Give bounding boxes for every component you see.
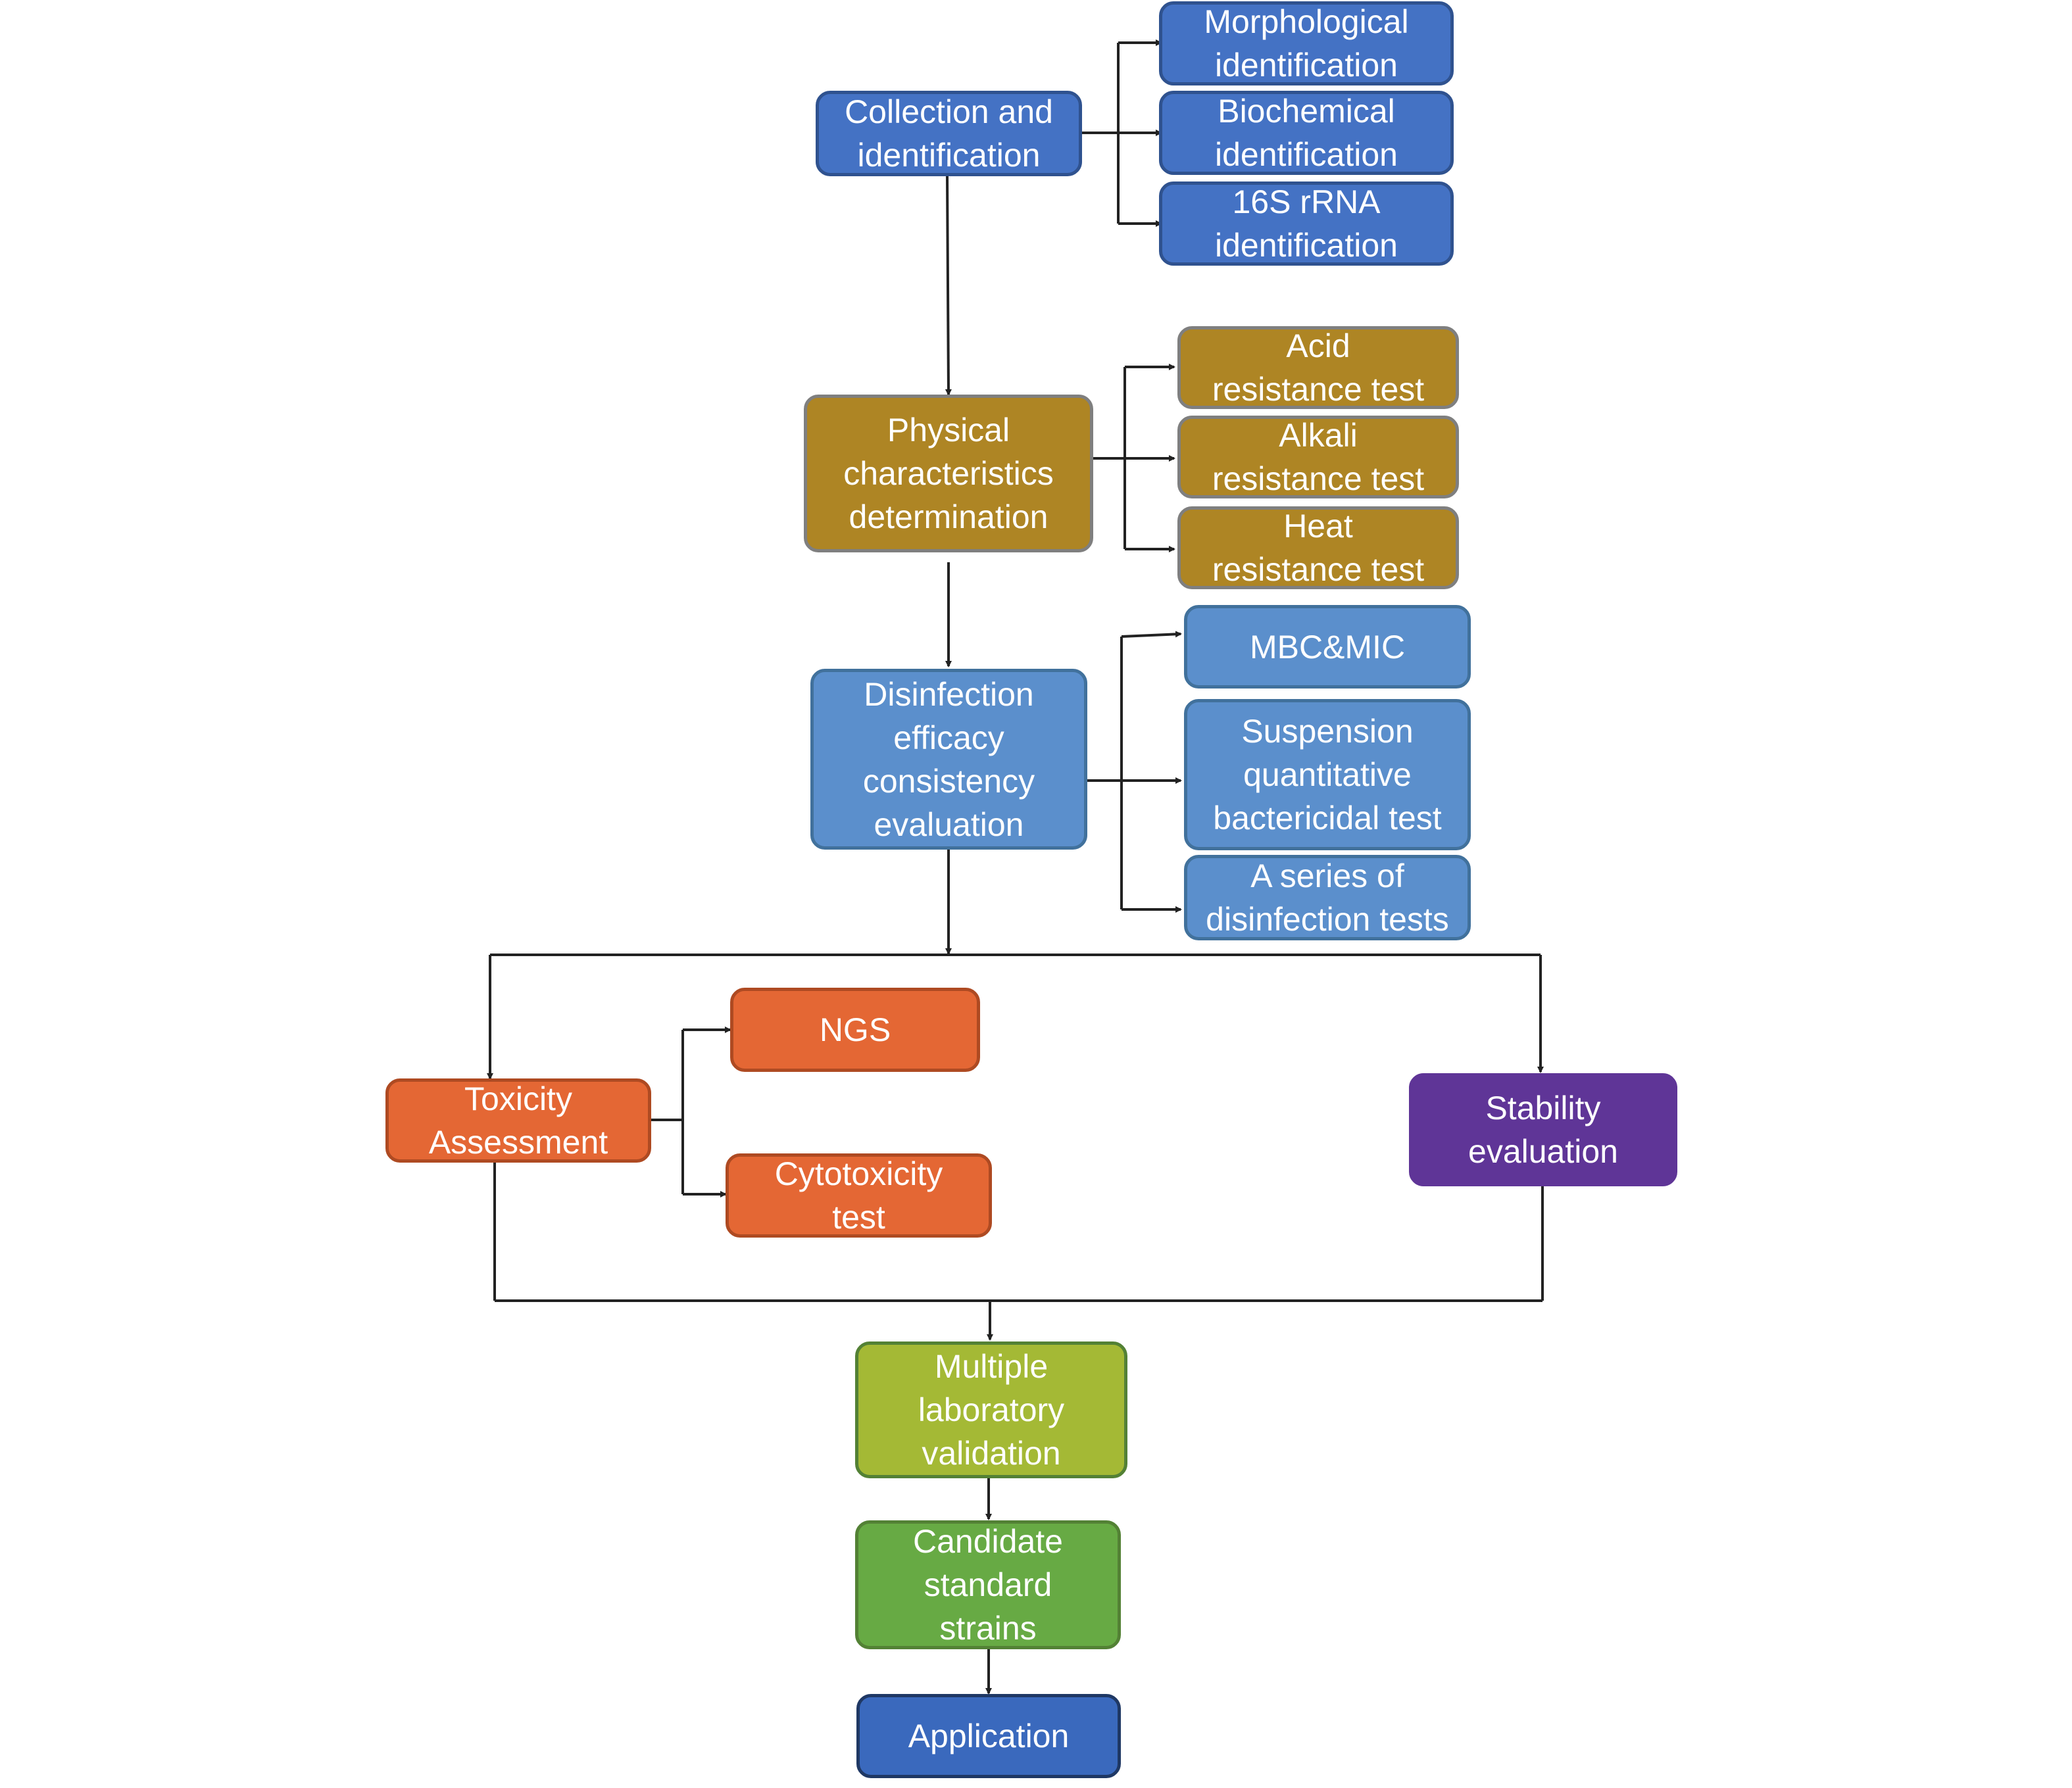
suspension-quantitative-test-node: Suspension quantitative bactericidal tes… bbox=[1184, 699, 1471, 850]
morphological-identification-node: Morphological identification bbox=[1159, 1, 1454, 85]
physical-characteristics-node: Physical characteristics determination bbox=[804, 395, 1093, 552]
ngs-node: NGS bbox=[730, 988, 980, 1072]
stability-evaluation-node: Stability evaluation bbox=[1409, 1073, 1677, 1186]
physical-branch-connectors bbox=[1093, 364, 1175, 552]
disinfection-efficacy-node: Disinfection efficacy consistency evalua… bbox=[810, 669, 1087, 850]
heat-resistance-test-node: Heat resistance test bbox=[1177, 506, 1459, 589]
mbc-mic-node: MBC&MIC bbox=[1184, 605, 1471, 689]
alkali-resistance-test-node: Alkali resistance test bbox=[1177, 416, 1459, 498]
application-node: Application bbox=[856, 1694, 1121, 1778]
biochemical-identification-node: Biochemical identification bbox=[1159, 91, 1454, 175]
collection-and-identification-node: Collection and identification bbox=[816, 91, 1082, 176]
acid-resistance-test-node: Acid resistance test bbox=[1177, 326, 1459, 409]
candidate-standard-strains-node: Candidate standard strains bbox=[855, 1520, 1121, 1649]
16s-rrna-identification-node: 16S rRNA identification bbox=[1159, 181, 1454, 266]
cytotoxicity-test-node: Cytotoxicity test bbox=[726, 1153, 992, 1238]
toxicity-assessment-node: Toxicity Assessment bbox=[385, 1078, 651, 1163]
arrow-collection-to-physical bbox=[945, 176, 952, 396]
multiple-laboratory-validation-node: Multiple laboratory validation bbox=[855, 1341, 1127, 1478]
arrow-to-mbc bbox=[1121, 631, 1182, 638]
toxicity-branch-connectors bbox=[651, 1027, 731, 1197]
disinfection-branch-connectors bbox=[1087, 631, 1182, 913]
collection-branch-connectors bbox=[1082, 39, 1162, 227]
series-disinfection-tests-node: A series of disinfection tests bbox=[1184, 855, 1471, 940]
